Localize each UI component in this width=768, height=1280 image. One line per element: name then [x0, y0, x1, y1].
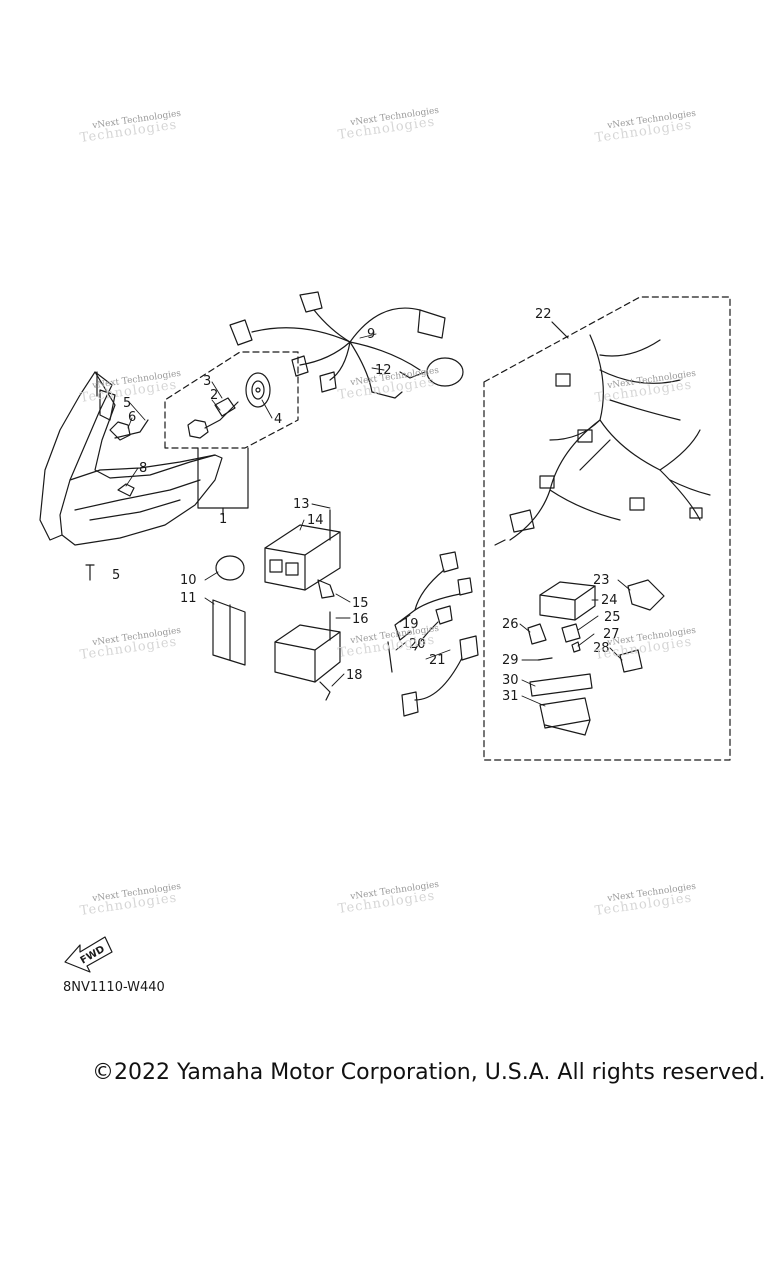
small-clip-parts	[85, 419, 149, 581]
leader-lines	[125, 333, 631, 707]
copyright-notice: ©2022 Yamaha Motor Corporation, U.S.A. A…	[92, 1060, 766, 1085]
ecu-14	[264, 509, 341, 599]
callout-5-top: 5	[123, 396, 131, 411]
callout-16: 16	[352, 612, 369, 627]
callout-20: 20	[409, 637, 426, 652]
callout-12: 12	[375, 363, 392, 378]
callout-5-bottom: 5	[112, 568, 120, 583]
callout-14: 14	[307, 513, 324, 528]
callout-23: 23	[593, 573, 610, 588]
callout-15: 15	[352, 596, 369, 611]
callout-24: 24	[601, 593, 618, 608]
callout-28: 28	[593, 641, 610, 656]
sub-harness-19-21	[387, 551, 479, 717]
callout-4: 4	[274, 412, 282, 427]
horn-12	[399, 357, 464, 387]
module-18	[274, 611, 341, 701]
callout-22: 22	[535, 307, 552, 322]
callout-3: 3	[203, 374, 211, 389]
callout-19: 19	[402, 617, 419, 632]
callout-13: 13	[293, 497, 310, 512]
callout-6: 6	[128, 410, 136, 425]
callout-30: 30	[502, 673, 519, 688]
callout-9: 9	[367, 327, 375, 342]
headlight-bulb-group	[187, 372, 271, 439]
ring-10-sleeve-11	[212, 555, 246, 666]
callout-31: 31	[502, 689, 519, 704]
diagram-code: 8NV1110-W440	[63, 980, 165, 995]
callout-29: 29	[502, 653, 519, 668]
bulb-dashed-box	[164, 351, 299, 449]
callout-11: 11	[180, 591, 197, 606]
callout-labels: 1 2 3 4 5 6 8 5 9 12 10 11 13 14 15 16 1…	[79, 307, 621, 967]
callout-25: 25	[604, 610, 621, 625]
callout-2: 2	[210, 388, 218, 403]
harness-dashed-box	[483, 296, 731, 761]
fwd-arrow-icon	[64, 936, 113, 973]
fuse-relay-items	[527, 579, 665, 736]
headlight-cowl	[39, 371, 223, 546]
callout-8: 8	[139, 461, 147, 476]
callout-1: 1	[219, 512, 227, 527]
wire-harness-9	[229, 291, 446, 399]
callout-18: 18	[346, 668, 363, 683]
callout-21: 21	[429, 653, 446, 668]
callout-26: 26	[502, 617, 519, 632]
wire-harness-22	[494, 334, 711, 546]
callout-27: 27	[603, 627, 620, 642]
callout-10: 10	[180, 573, 197, 588]
